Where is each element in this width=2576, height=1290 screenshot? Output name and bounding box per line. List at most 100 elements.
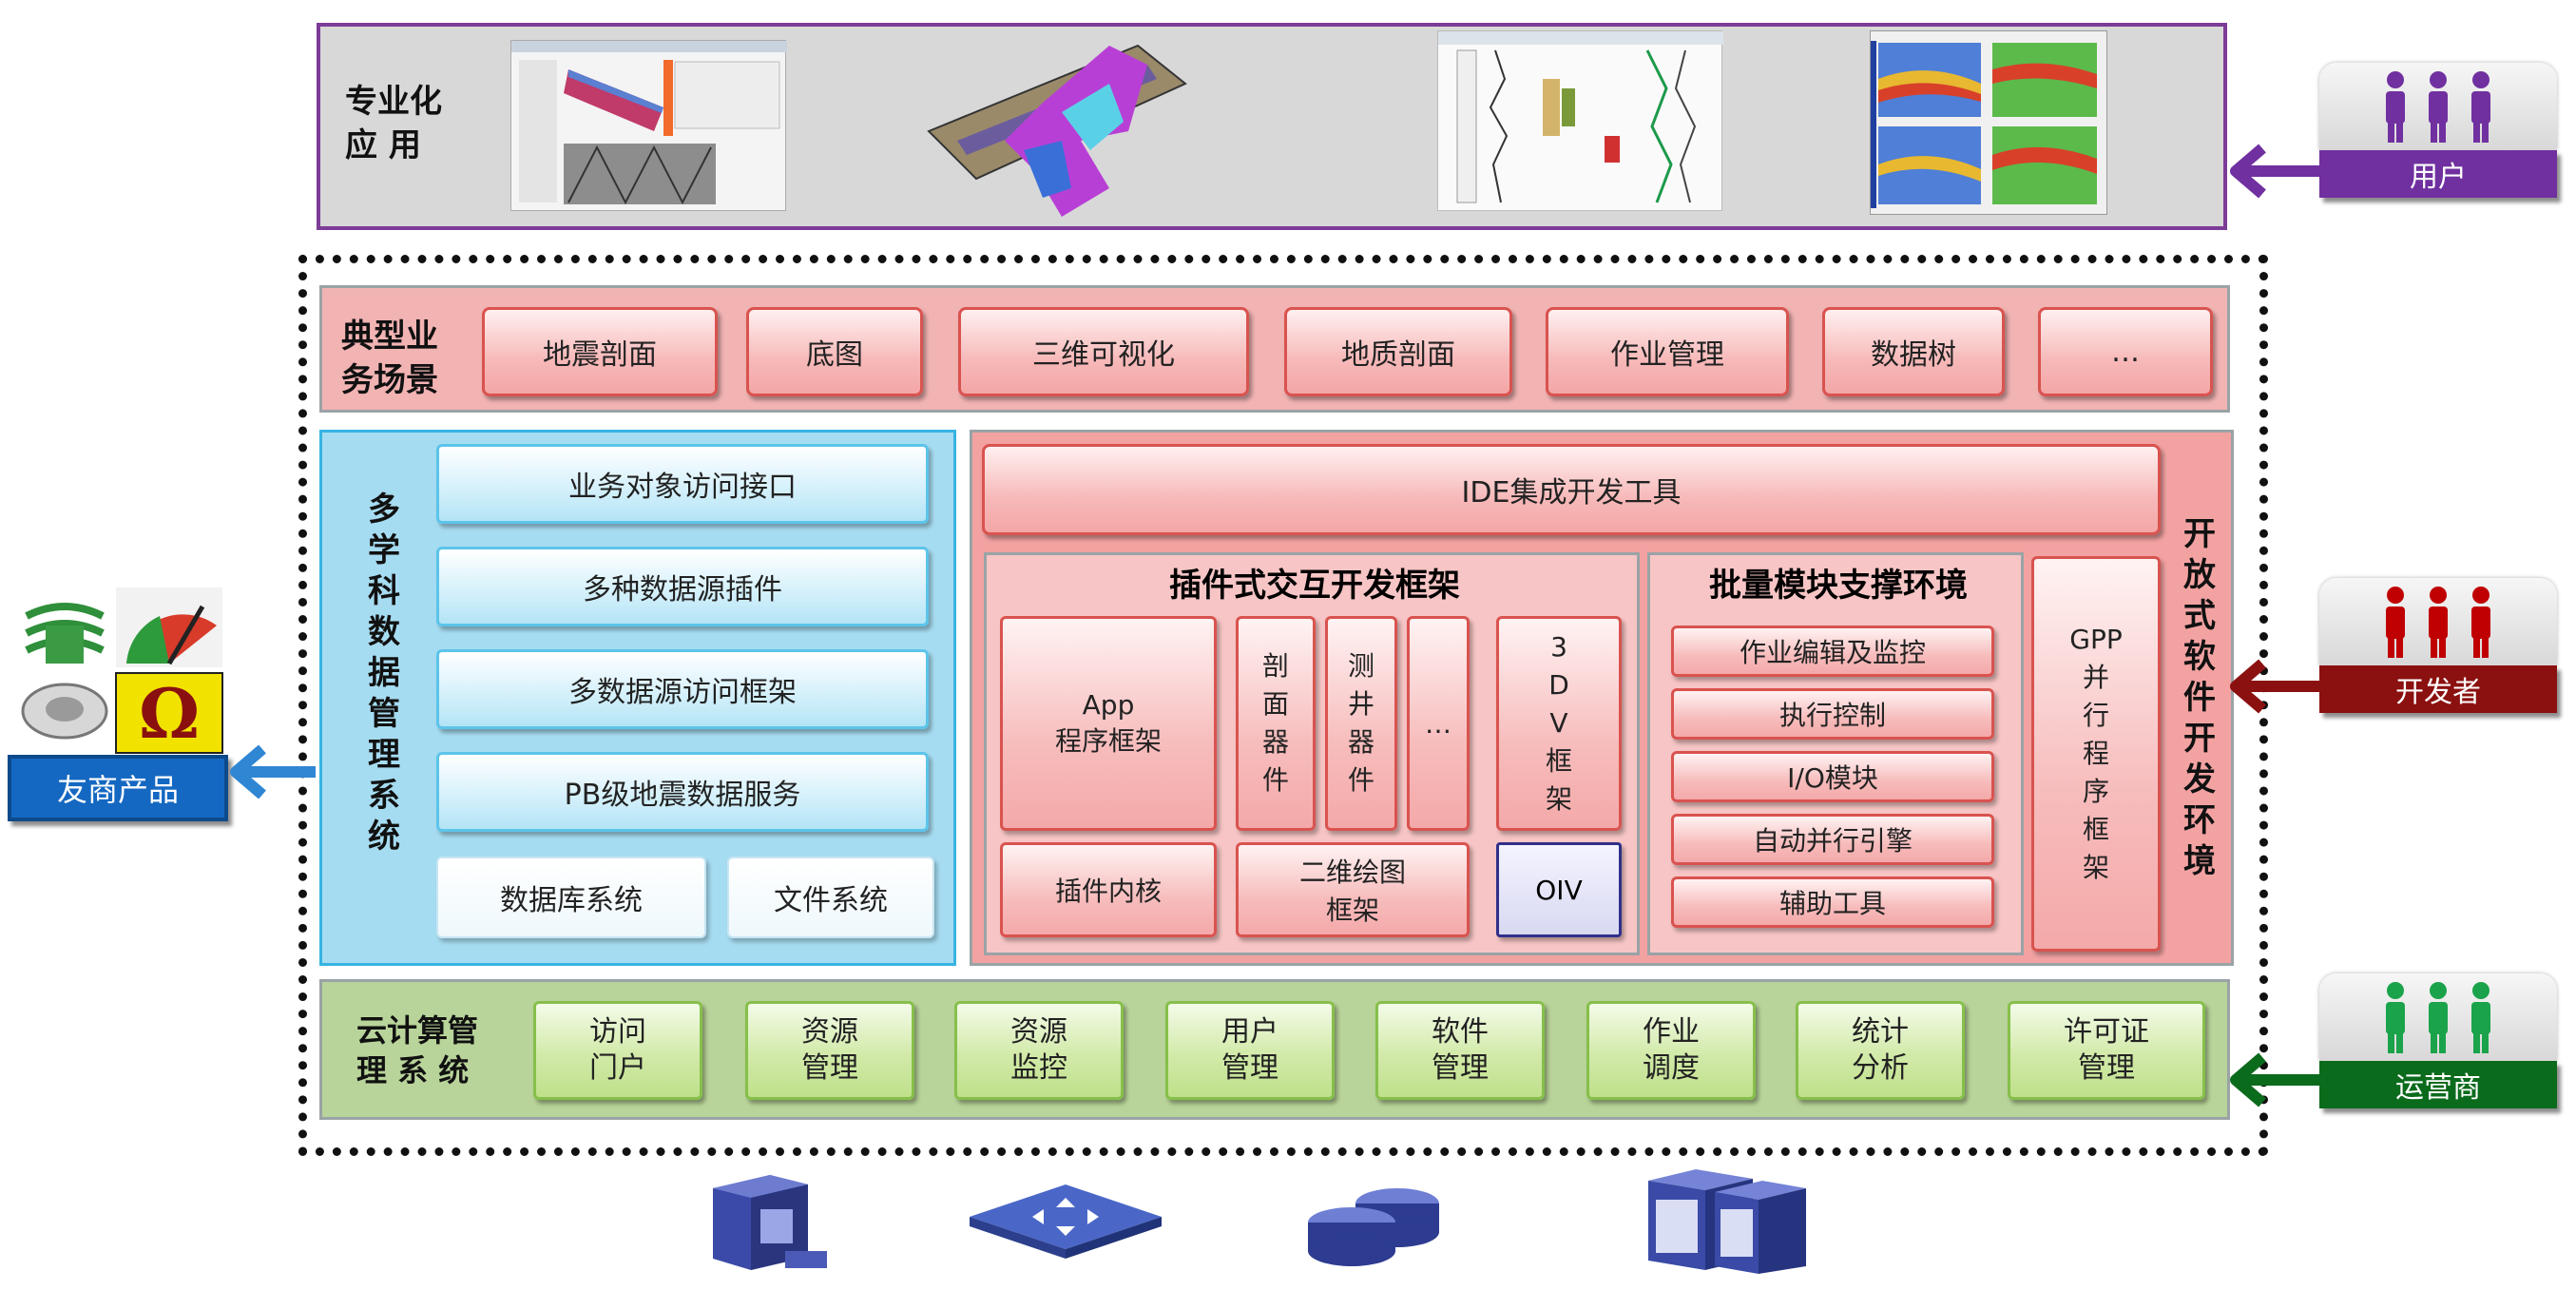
cloud-item-label-line: 调度	[1643, 1051, 1700, 1085]
cloud-item-label-line: 管理	[801, 1051, 858, 1085]
actor-operator: 运营商	[2319, 973, 2557, 1108]
well-component-label: 测井器件	[1347, 650, 1375, 796]
component-more[interactable]: …	[1407, 616, 1470, 831]
plugin-framework-panel: 插件式交互开发框架 App 程序框架 剖面器件 测井器件 … 3DV框架 插件内…	[984, 552, 1640, 955]
section-component-label: 剖面器件	[1261, 650, 1289, 796]
database-system[interactable]: 数据库系统	[436, 857, 706, 938]
app-framework-line1: App	[1082, 688, 1135, 721]
framework-3dv-label: 3DV框架	[1545, 631, 1572, 815]
data-source-plugins[interactable]: 多种数据源插件	[436, 547, 929, 626]
specialized-applications-band: 专业化 应 用	[317, 23, 2227, 230]
cloud-item[interactable]: 访问门户	[533, 1001, 702, 1100]
cloud-item-label-line: 资源	[1010, 1015, 1067, 1049]
scene-3d-visualization[interactable]: 三维可视化	[958, 307, 1249, 396]
people-icon	[2386, 587, 2490, 658]
actor-developer: 开发者	[2319, 578, 2557, 713]
cloud-item[interactable]: 资源监控	[954, 1001, 1124, 1100]
cloud-item-label-line: 统计	[1852, 1015, 1909, 1049]
applications-title-line2: 应 用	[345, 126, 421, 164]
cloud-item-label-line: 监控	[1010, 1051, 1067, 1085]
scene-more[interactable]: …	[2038, 307, 2213, 396]
storage-disks-icon	[1308, 1188, 1439, 1266]
app-screenshot-seismic-panels	[1870, 30, 2107, 215]
cloud-item-label-line: 软件	[1432, 1015, 1489, 1049]
people-icon	[2386, 982, 2490, 1053]
partner-logo-green	[17, 599, 112, 669]
app-screenshot-seismic	[510, 40, 787, 211]
cloud-item-label-line: 访问	[589, 1015, 646, 1049]
draw2d-framework[interactable]: 二维绘图 框架	[1236, 842, 1470, 937]
applications-title-line1: 专业化	[345, 83, 442, 121]
cloud-title-line2: 理 系 统	[356, 1052, 470, 1088]
cloud-item[interactable]: 软件管理	[1375, 1001, 1545, 1100]
operator-arrow-icon	[2230, 1052, 2323, 1107]
auto-parallel-engine[interactable]: 自动并行引擎	[1671, 814, 1994, 865]
cloud-item-label-line: 资源	[801, 1015, 858, 1049]
actor-user: 用户	[2319, 63, 2557, 198]
scene-data-tree[interactable]: 数据树	[1822, 307, 2005, 396]
app-framework[interactable]: App 程序框架	[1000, 616, 1217, 831]
cloud-item[interactable]: 作业调度	[1586, 1001, 1756, 1100]
batch-environment-panel: 批量模块支撑环境 作业编辑及监控 执行控制 I/O模块 自动并行引擎 辅助工具	[1647, 552, 2024, 955]
user-people-icon	[2319, 63, 2557, 150]
cloud-item[interactable]: 许可证管理	[2008, 1001, 2205, 1100]
cloud-title-line1: 云计算管	[356, 1012, 479, 1049]
developer-people-icon	[2319, 578, 2557, 665]
section-component[interactable]: 剖面器件	[1236, 616, 1316, 831]
business-scenes-title: 典型业 务场景	[341, 315, 465, 402]
job-edit-monitor[interactable]: 作业编辑及监控	[1671, 626, 1994, 677]
partner-logo-sphere	[17, 675, 112, 751]
user-label[interactable]: 用户	[2319, 150, 2557, 198]
io-module[interactable]: I/O模块	[1671, 751, 1994, 802]
operator-people-icon	[2319, 973, 2557, 1061]
people-icon	[2386, 71, 2490, 143]
plugin-framework-title: 插件式交互开发框架	[1169, 566, 1460, 605]
partner-logo-gauge	[116, 587, 222, 667]
partner-logo-omega: Ω	[115, 672, 223, 754]
scene-job-management[interactable]: 作业管理	[1546, 307, 1789, 396]
operator-label[interactable]: 运营商	[2319, 1061, 2557, 1108]
pb-seismic-data-service[interactable]: PB级地震数据服务	[436, 752, 929, 832]
cloud-item[interactable]: 用户管理	[1165, 1001, 1335, 1100]
developer-label[interactable]: 开发者	[2319, 665, 2557, 713]
ide-tool[interactable]: IDE集成开发工具	[982, 444, 2161, 535]
framework-3dv[interactable]: 3DV框架	[1496, 616, 1622, 831]
scene-seismic-section[interactable]: 地震剖面	[482, 307, 718, 396]
partner-products-label[interactable]: 友商产品	[8, 755, 228, 821]
cloud-item-label-line: 用户	[1221, 1015, 1278, 1049]
draw2d-line1: 二维绘图	[1298, 857, 1406, 888]
business-scenes-row: 典型业 务场景 地震剖面 底图 三维可视化 地质剖面 作业管理 数据树 …	[319, 285, 2230, 413]
partner-logos: Ω	[17, 587, 226, 755]
cloud-item-label-line: 管理	[1221, 1051, 1278, 1085]
execution-control[interactable]: 执行控制	[1671, 688, 1994, 740]
scene-geologic-section[interactable]: 地质剖面	[1284, 307, 1512, 396]
server-rack-icon	[1648, 1169, 1806, 1274]
partner-arrow-icon	[230, 744, 316, 799]
computer-icon	[713, 1175, 827, 1270]
cloud-item-label-line: 管理	[1432, 1051, 1489, 1085]
svg-text:Ω: Ω	[139, 673, 200, 754]
network-switch-icon	[970, 1184, 1162, 1259]
applications-title: 专业化 应 用	[345, 80, 469, 167]
gpp-label: GPP	[2069, 624, 2123, 655]
auxiliary-tools[interactable]: 辅助工具	[1671, 876, 1994, 928]
gpp-parallel-framework[interactable]: GPP 并行程序框架	[2031, 556, 2161, 952]
multi-source-access-framework[interactable]: 多数据源访问框架	[436, 649, 929, 729]
oiv[interactable]: OIV	[1496, 842, 1622, 937]
app-screenshot-well-logs	[1437, 30, 1723, 211]
batch-environment-title: 批量模块支撑环境	[1709, 566, 1968, 605]
cloud-title: 云计算管 理 系 统	[356, 1011, 518, 1090]
cloud-item-label-line: 分析	[1852, 1051, 1909, 1085]
developer-arrow-icon	[2230, 659, 2323, 714]
plugin-kernel[interactable]: 插件内核	[1000, 842, 1217, 937]
cloud-item-label-line: 门户	[589, 1051, 646, 1085]
cloud-item-label-line: 许可证	[2064, 1015, 2149, 1049]
business-scenes-title-line2: 务场景	[341, 361, 438, 399]
business-object-interface[interactable]: 业务对象访问接口	[436, 444, 929, 524]
user-arrow-icon	[2230, 144, 2323, 199]
cloud-item[interactable]: 统计分析	[1796, 1001, 1965, 1100]
cloud-item[interactable]: 资源管理	[745, 1001, 914, 1100]
well-component[interactable]: 测井器件	[1325, 616, 1397, 831]
file-system[interactable]: 文件系统	[727, 857, 934, 938]
scene-base-map[interactable]: 底图	[746, 307, 923, 396]
